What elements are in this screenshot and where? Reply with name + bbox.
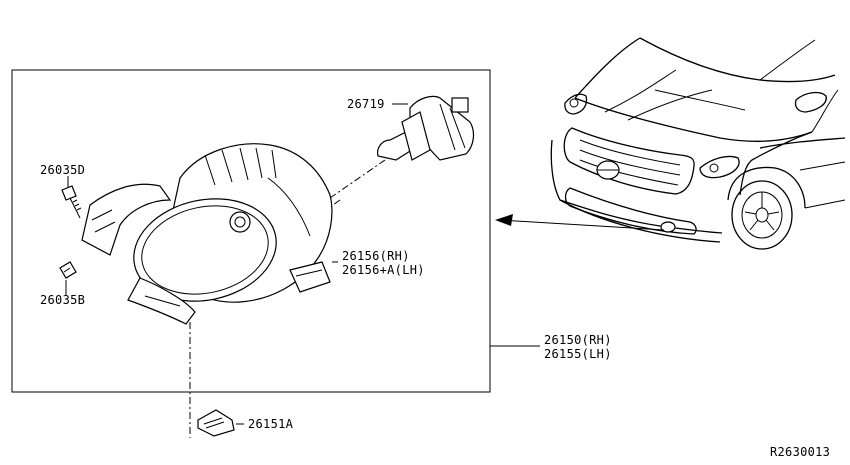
bulb-part xyxy=(377,95,475,161)
label-bracket-rh: 26156(RH) xyxy=(342,249,410,263)
screw-part xyxy=(61,185,82,219)
label-bracket-lh: 26156+A(LH) xyxy=(342,263,425,277)
label-screw: 26035D xyxy=(40,163,85,177)
vehicle-front-view xyxy=(550,37,846,250)
assembly-frame xyxy=(11,69,491,393)
grommet-part xyxy=(197,409,235,437)
location-arrow xyxy=(495,214,665,231)
leader-lines xyxy=(65,103,540,425)
arrow-head-icon xyxy=(495,214,513,226)
label-lamp-rh: 26150(RH) xyxy=(544,333,612,347)
label-bulb: 26719 xyxy=(347,97,385,111)
label-clip: 26035B xyxy=(40,293,85,307)
label-grommet: 26151A xyxy=(248,417,294,431)
label-lamp-lh: 26155(LH) xyxy=(544,347,612,361)
fog-lamp-housing xyxy=(81,143,333,325)
figure-reference: R2630013 xyxy=(770,445,830,459)
clip-part xyxy=(59,261,77,279)
